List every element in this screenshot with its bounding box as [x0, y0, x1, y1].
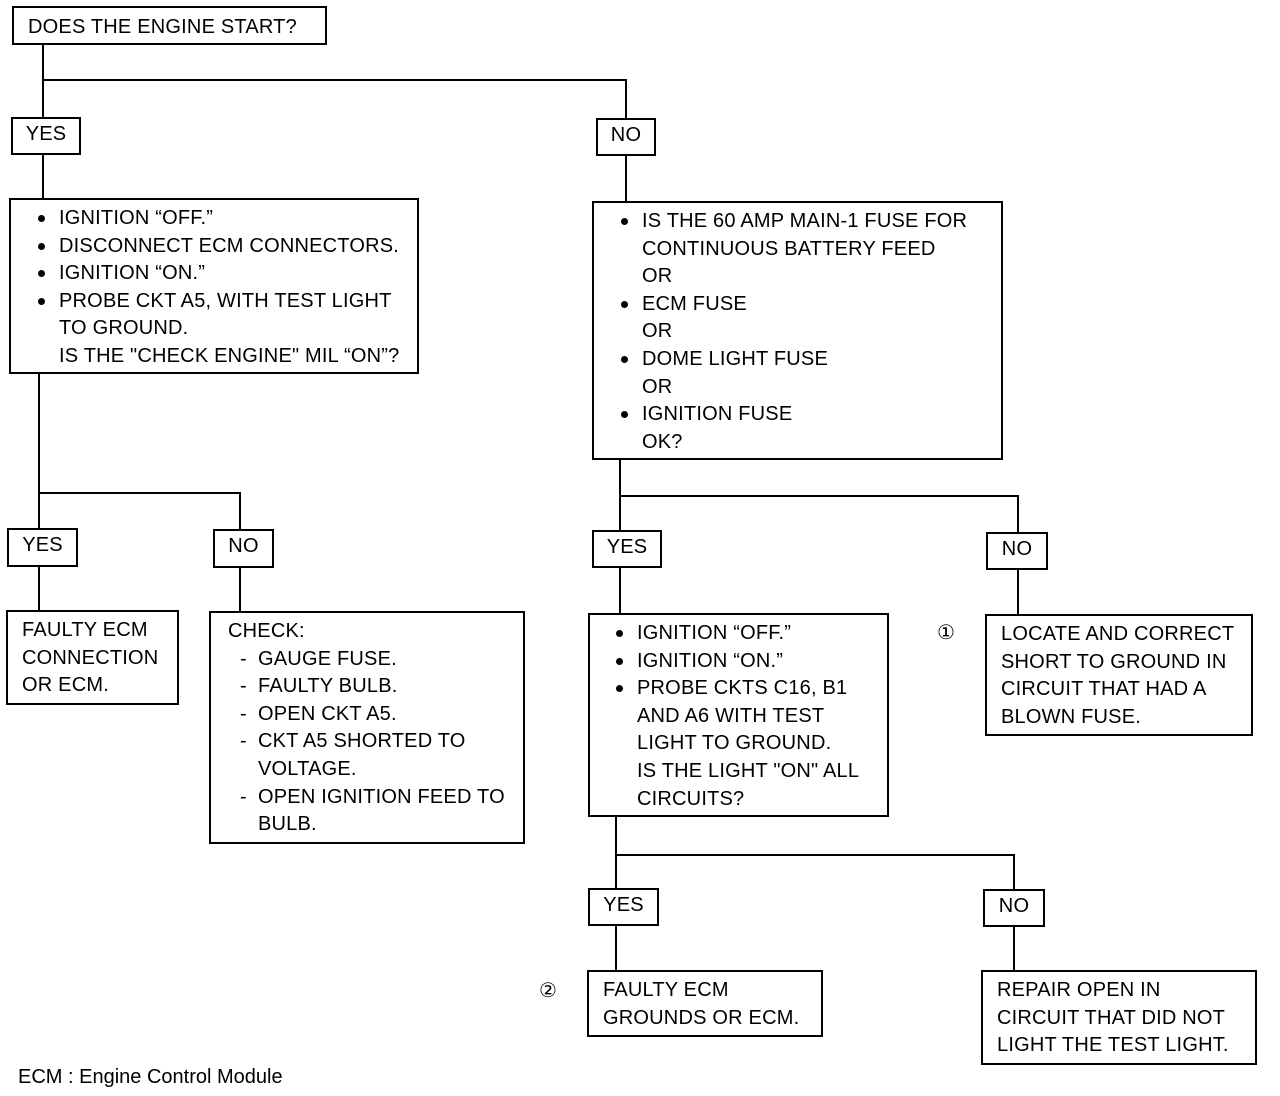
probe-question: IS THE LIGHT "ON" ALL [637, 759, 860, 782]
result-line-3: OR ECM. [22, 674, 109, 697]
fuse-item-3: DOME LIGHT FUSE [612, 346, 1001, 374]
check-item-4: CKT A5 SHORTED TO [228, 728, 523, 756]
result-line-1: FAULTY ECM [22, 619, 148, 641]
fuse-item-4: IGNITION FUSE [612, 401, 1001, 429]
no-label-level-2-left: NO [213, 529, 274, 568]
locate-line-2: SHORT TO GROUND IN [1001, 650, 1227, 673]
connector-split-3 [620, 495, 1019, 533]
check-item-5: OPEN IGNITION FEED TO [228, 784, 523, 812]
repair-line-2: CIRCUIT THAT DID NOT [997, 1006, 1226, 1029]
locate-short-box: LOCATE AND CORRECT SHORT TO GROUND IN CI… [985, 614, 1253, 736]
check-item-4-cont: VOLTAGE. [258, 757, 357, 780]
repair-open-box: REPAIR OPEN IN CIRCUIT THAT DID NOT LIGH… [981, 970, 1257, 1065]
probe-step-3-cont-1: AND A6 WITH TEST [637, 704, 825, 727]
footnote: ECM : Engine Control Module [18, 1066, 283, 1088]
grounds-line-2: GROUNDS OR ECM. [603, 1006, 800, 1029]
probe-step-3-cont-2: LIGHT TO GROUND. [637, 732, 832, 755]
probe-step-3: PROBE CKTS C16, B1 [607, 675, 887, 703]
yes-label-level-2-left: YES [7, 528, 78, 567]
start-question-box: DOES THE ENGINE START? [12, 6, 327, 45]
locate-line-4: BLOWN FUSE. [1001, 705, 1141, 728]
check-item-3: OPEN CKT A5. [228, 701, 523, 729]
fuse-item-1: IS THE 60 AMP MAIN-1 FUSE FOR [612, 208, 1001, 236]
yes-label-level-2-right: YES [592, 530, 662, 568]
probe-step-2: IGNITION “ON.” [607, 648, 887, 676]
question-step-4: PROBE CKT A5, WITH TEST LIGHT [29, 288, 417, 316]
note-marker-2: ② [539, 980, 557, 1002]
ignition-check-box: IGNITION “OFF.” DISCONNECT ECM CONNECTOR… [9, 198, 419, 374]
yes-label-level-1: YES [11, 117, 81, 155]
fuse-check-box: IS THE 60 AMP MAIN-1 FUSE FOR CONTINUOUS… [592, 201, 1003, 460]
question-text: IS THE "CHECK ENGINE" MIL “ON”? [59, 344, 400, 367]
no-label-level-1: NO [596, 118, 656, 156]
or-text-2: OR [642, 320, 673, 343]
check-item-2: FAULTY BULB. [228, 673, 523, 701]
yes-label-level-3: YES [588, 888, 659, 926]
no-label-level-2-right: NO [986, 532, 1048, 570]
repair-line-1: REPAIR OPEN IN [997, 979, 1161, 1001]
result-line-2: CONNECTION [22, 646, 159, 669]
connector-split-4 [616, 854, 1015, 890]
connector-split-1 [43, 79, 627, 119]
faulty-ecm-grounds-box: FAULTY ECM GROUNDS OR ECM. [587, 970, 823, 1037]
probe-question-cont: CIRCUITS? [637, 787, 745, 810]
locate-line-1: LOCATE AND CORRECT [1001, 623, 1235, 645]
check-list-box: CHECK: GAUGE FUSE. FAULTY BULB. OPEN CKT… [209, 611, 525, 844]
repair-line-3: LIGHT THE TEST LIGHT. [997, 1034, 1229, 1057]
or-text-3: OR [642, 375, 673, 398]
start-question-text: DOES THE ENGINE START? [28, 16, 297, 38]
grounds-line-1: FAULTY ECM [603, 979, 729, 1001]
fuse-item-2: ECM FUSE [612, 291, 1001, 319]
check-heading: CHECK: [228, 620, 305, 642]
check-item-5-cont: BULB. [258, 813, 317, 836]
or-text-1: OR [642, 265, 673, 288]
fuse-item-1-cont: CONTINUOUS BATTERY FEED [642, 237, 936, 260]
question-step-1: IGNITION “OFF.” [29, 205, 417, 233]
question-step-2: DISCONNECT ECM CONNECTORS. [29, 233, 417, 261]
faulty-ecm-connection-box: FAULTY ECM CONNECTION OR ECM. [6, 610, 179, 705]
probe-circuits-box: IGNITION “OFF.” IGNITION “ON.” PROBE CKT… [588, 613, 889, 817]
ok-question-text: OK? [642, 430, 683, 453]
question-step-3: IGNITION “ON.” [29, 260, 417, 288]
probe-step-1: IGNITION “OFF.” [607, 620, 887, 648]
locate-line-3: CIRCUIT THAT HAD A [1001, 678, 1207, 701]
connector-split-2 [39, 492, 241, 530]
no-label-level-3: NO [983, 889, 1045, 927]
note-marker-1: ① [937, 622, 955, 644]
question-step-4-cont: TO GROUND. [59, 317, 189, 340]
check-item-1: GAUGE FUSE. [228, 646, 523, 674]
